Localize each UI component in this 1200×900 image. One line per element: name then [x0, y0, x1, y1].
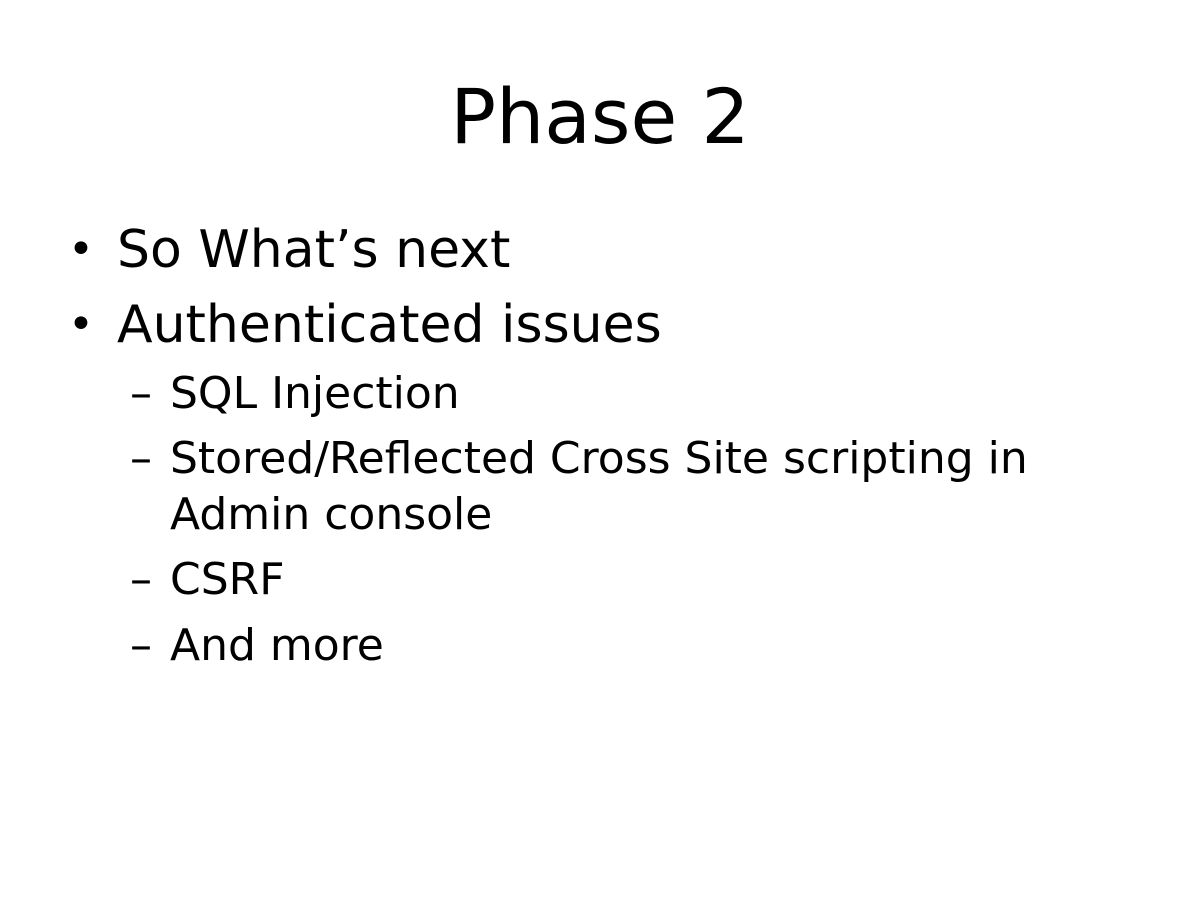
bullet-text: Authenticated issues [117, 295, 662, 355]
bullet-icon: • [68, 224, 94, 275]
sub-bullet-text: And more [170, 620, 384, 671]
sub-bullet-text: SQL Injection [170, 368, 460, 419]
sub-bullet-text: CSRF [170, 554, 285, 605]
slide-title: Phase 2 [450, 72, 750, 161]
dash-icon: – [130, 433, 152, 484]
bullet-icon: • [68, 299, 94, 350]
dash-icon: – [130, 620, 152, 671]
bullet-text: So What’s next [117, 220, 511, 280]
dash-icon: – [130, 554, 152, 605]
sub-bullet-text: Stored/Reflected Cross Site scripting in… [170, 433, 1028, 540]
dash-icon: – [130, 368, 152, 419]
